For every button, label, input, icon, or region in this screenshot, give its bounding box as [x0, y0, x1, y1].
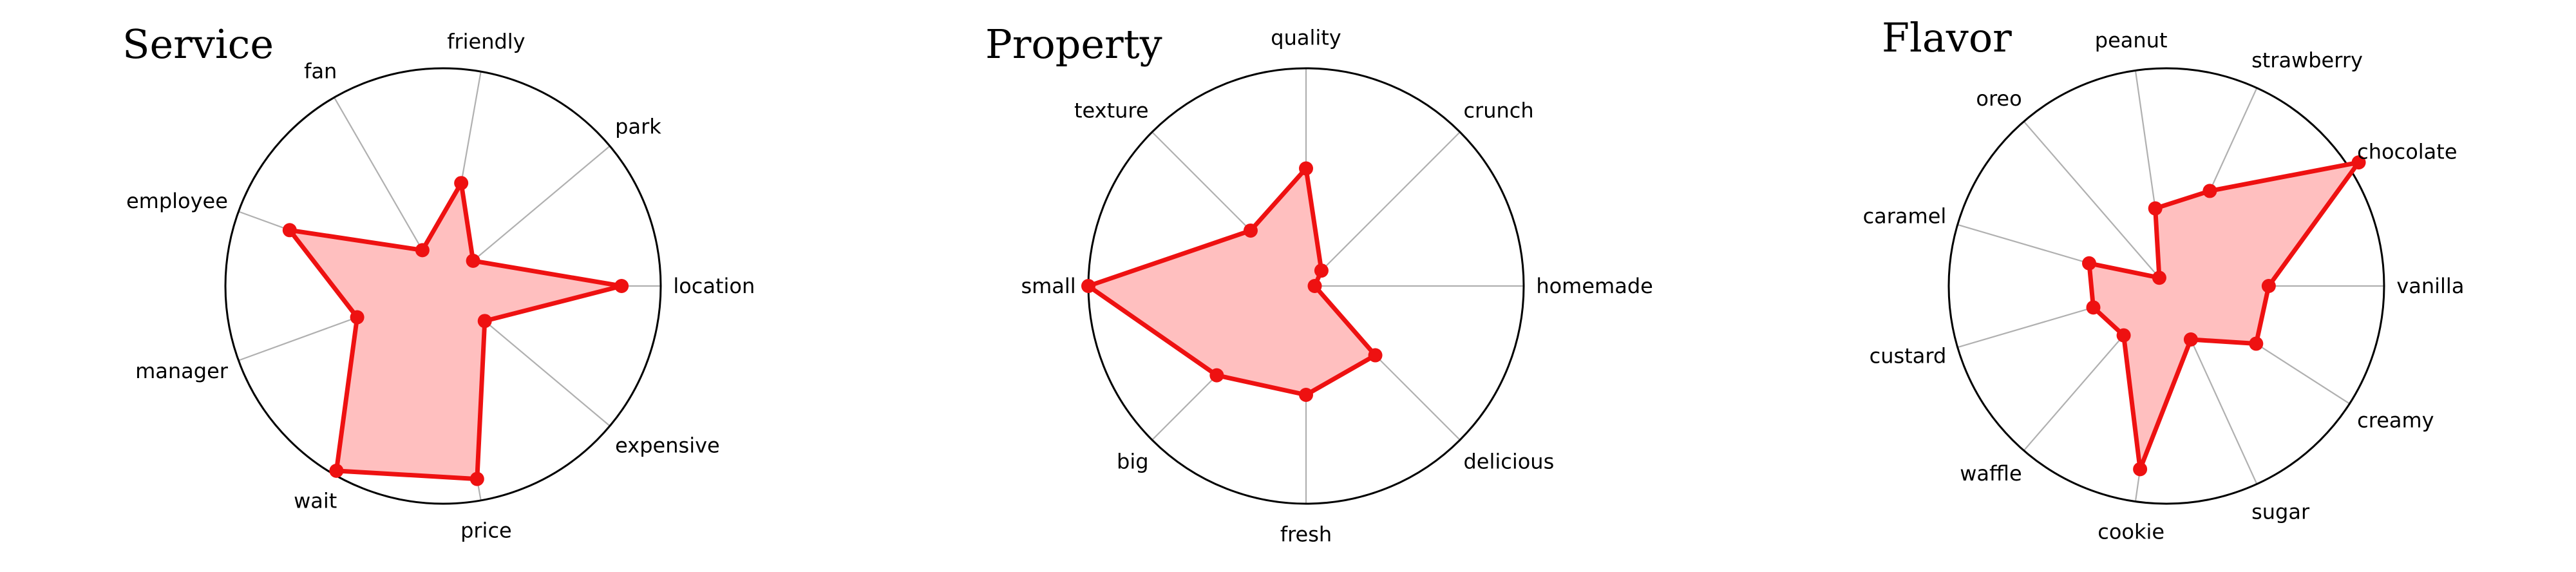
axis-label-custard: custard	[1870, 344, 1947, 368]
data-point-location	[614, 279, 629, 293]
data-point-employee	[282, 223, 297, 238]
spoke-oreo	[2023, 120, 2167, 287]
chart-title: Property	[985, 21, 1162, 68]
chart-title: Flavor	[1882, 14, 2012, 61]
radar-panel-property: Property homemade crunch quality texture sma…	[985, 21, 1653, 546]
axis-label-sugar: sugar	[2251, 499, 2310, 524]
axis-label-friendly: friendly	[447, 30, 525, 54]
radar-panel-service: Service location park friendly fan employee m…	[122, 21, 755, 542]
radar-frame	[1947, 67, 2385, 505]
axis-label-price: price	[460, 518, 512, 542]
data-point-crunch	[1314, 263, 1329, 278]
chart-title: Service	[122, 21, 274, 68]
data-point-creamy	[2249, 336, 2264, 351]
axis-label-peanut: peanut	[2095, 28, 2168, 53]
axis-label-chocolate: chocolate	[2357, 140, 2457, 164]
data-point-quality	[1299, 161, 1313, 176]
data-point-strawberry	[2202, 184, 2217, 198]
data-point-vanilla	[2261, 279, 2276, 293]
series-area	[1086, 166, 1378, 397]
data-point-fresh	[1299, 388, 1313, 402]
axis-label-big: big	[1117, 449, 1149, 473]
axis-label-location: location	[673, 274, 755, 298]
data-point-wait	[329, 463, 344, 478]
axis-label-manager: manager	[135, 359, 229, 383]
data-point-waffle	[2116, 328, 2131, 343]
data-point-small	[1081, 279, 1095, 293]
data-point-expensive	[477, 314, 492, 329]
axis-label-strawberry: strawberry	[2251, 48, 2363, 73]
data-point-cookie	[2133, 462, 2148, 477]
radar-panel-flavor: Flavor vanilla chocolate strawberry peanut o…	[1863, 14, 2465, 544]
data-point-sugar	[2183, 332, 2198, 347]
data-point-price	[469, 472, 484, 486]
data-point-texture	[1243, 223, 1258, 238]
axis-label-oreo: oreo	[1976, 86, 2022, 111]
spoke-crunch	[1305, 131, 1461, 287]
data-point-custard	[2086, 300, 2101, 315]
axis-label-small: small	[1021, 274, 1075, 298]
data-point-manager	[350, 310, 365, 325]
data-point-delicious	[1368, 348, 1383, 363]
axis-label-quality: quality	[1271, 26, 1341, 50]
axis-label-waffle: waffle	[1960, 461, 2022, 486]
axis-label-homemade: homemade	[1536, 274, 1653, 298]
axis-label-wait: wait	[294, 489, 337, 513]
series-area	[287, 180, 624, 482]
axis-label-employee: employee	[126, 189, 228, 213]
axis-label-caramel: caramel	[1863, 204, 1947, 228]
data-point-homemade	[1307, 279, 1322, 293]
axis-label-delicious: delicious	[1463, 449, 1554, 473]
axis-label-fan: fan	[304, 59, 337, 83]
axis-label-fresh: fresh	[1280, 522, 1332, 546]
data-point-chocolate	[2351, 155, 2366, 170]
data-point-oreo	[2152, 271, 2166, 285]
radar-frame	[224, 67, 662, 505]
axis-label-cookie: cookie	[2098, 519, 2164, 544]
axis-label-park: park	[615, 114, 661, 138]
data-point-fan	[415, 243, 430, 258]
series-area	[2087, 160, 2362, 472]
data-point-peanut	[2148, 201, 2163, 216]
axis-label-vanilla: vanilla	[2396, 274, 2464, 298]
data-point-big	[1209, 368, 1224, 383]
data-point-friendly	[454, 176, 469, 191]
data-point-caramel	[2082, 256, 2097, 271]
data-point-park	[466, 253, 480, 268]
axis-label-creamy: creamy	[2357, 408, 2434, 432]
axis-label-crunch: crunch	[1463, 99, 1533, 123]
axis-label-texture: texture	[1074, 99, 1149, 123]
axis-label-expensive: expensive	[615, 434, 720, 458]
